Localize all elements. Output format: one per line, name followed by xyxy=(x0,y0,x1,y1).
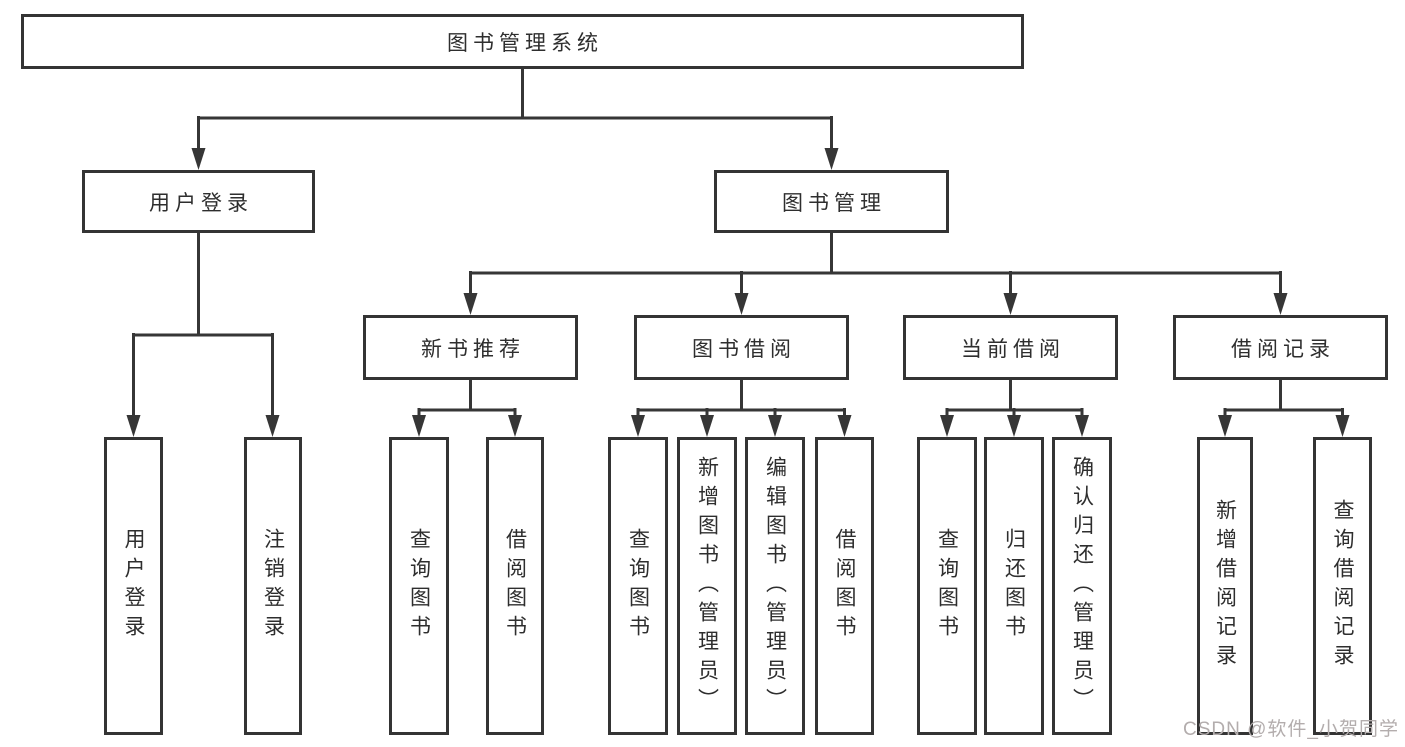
node-current-borrow: 当前借阅 xyxy=(903,315,1118,380)
node-leaf-query-books-1: 查询图书 xyxy=(389,437,449,735)
node-borrow-record: 借阅记录 xyxy=(1173,315,1388,380)
connector-book-borrow-children xyxy=(636,380,846,417)
node-leaf-query-books-3: 查询图书 xyxy=(917,437,977,735)
connector-borrow-record-children xyxy=(1223,380,1344,417)
node-root-system: 图书管理系统 xyxy=(21,14,1024,69)
node-book-borrow: 图书借阅 xyxy=(634,315,849,380)
csdn-watermark: CSDN @软件_小贺同学 xyxy=(1183,719,1399,740)
arrowheads xyxy=(126,148,1350,437)
node-user-login: 用户登录 xyxy=(82,170,315,233)
node-leaf-add-book-admin: 新增图书（管理员） xyxy=(677,437,737,735)
node-leaf-user-login: 用户登录 xyxy=(104,437,163,735)
node-leaf-borrow-books-2: 借阅图书 xyxy=(815,437,874,735)
node-book-management: 图书管理 xyxy=(714,170,949,233)
connector-current-borrow-children xyxy=(945,380,1084,417)
node-leaf-query-books-2: 查询图书 xyxy=(608,437,668,735)
connector-root-to-level2 xyxy=(197,69,833,150)
node-leaf-borrow-books-1: 借阅图书 xyxy=(486,437,544,735)
node-leaf-add-borrow-record: 新增借阅记录 xyxy=(1197,437,1253,735)
node-new-book-recommend: 新书推荐 xyxy=(363,315,578,380)
node-leaf-query-borrow-record: 查询借阅记录 xyxy=(1313,437,1372,735)
node-leaf-edit-book-admin: 编辑图书（管理员） xyxy=(745,437,805,735)
connector-new-book-children xyxy=(417,380,517,417)
connector-user-login-children xyxy=(132,233,274,417)
node-leaf-logout: 注销登录 xyxy=(244,437,302,735)
node-leaf-confirm-return-admin: 确认归还（管理员） xyxy=(1052,437,1112,735)
connector-book-mgmt-children xyxy=(469,233,1282,295)
node-leaf-return-book: 归还图书 xyxy=(984,437,1044,735)
